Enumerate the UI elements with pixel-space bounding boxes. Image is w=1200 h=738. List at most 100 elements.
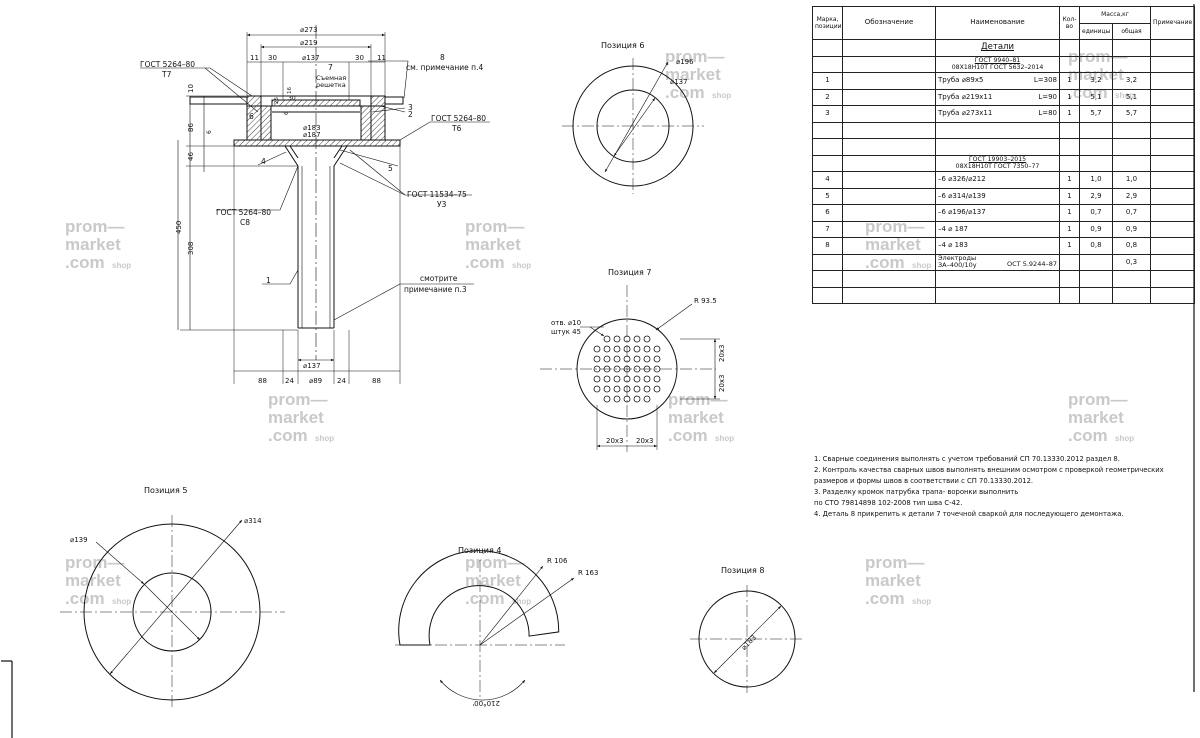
row-name: –4 ⌀ 187 — [935, 220, 1060, 238]
hole — [623, 365, 631, 373]
col-name: Наименование — [935, 6, 1060, 40]
hole — [643, 375, 651, 383]
spec-row-4: 4 –6 ⌀326/⌀212 1 1,0 1,0 — [812, 171, 1195, 189]
row-total-mass: 3,2 — [1112, 72, 1151, 90]
pos4-angle: 210°00' — [472, 699, 500, 707]
row-total-mass: 1,0 — [1112, 171, 1151, 189]
spec-empty-row — [812, 138, 1195, 156]
row-length: L=308 — [1033, 76, 1057, 84]
row-length: L=80 — [1038, 109, 1057, 117]
note-line: 3. Разделку кромок патрубка трапа- ворон… — [814, 488, 1019, 496]
dim-d219: ⌀219 — [300, 39, 318, 47]
hole — [603, 395, 611, 403]
hole — [643, 335, 651, 343]
watermark-text: prom— — [465, 217, 525, 236]
hole — [643, 355, 651, 363]
row-total-mass: 5,7 — [1112, 105, 1151, 123]
spec-empty-row — [812, 270, 1195, 288]
watermark-text: market — [1068, 408, 1124, 427]
label-pos4: 4 — [261, 157, 266, 166]
hole — [633, 375, 641, 383]
dim-d273: ⌀273 — [300, 26, 318, 34]
row-unit-mass: 3,2 — [1079, 72, 1113, 90]
row-mark: 8 — [812, 237, 843, 255]
dim-h86: 86 — [187, 123, 195, 132]
hole — [643, 365, 651, 373]
note-line: размеров и формы швов в соответствии с С… — [814, 477, 1034, 485]
main-callout-labels: ГОСТ 5264–80 Т7 ГОСТ 5264–80 Т6 ГОСТ 526… — [140, 53, 486, 294]
label-see-note3: примечание п.3 — [404, 285, 467, 294]
gost-pipe-2: 08Х18Н10Т ГОСТ 5632–2014 — [951, 64, 1044, 72]
pos5-d139: ⌀139 — [70, 536, 88, 544]
gost-sheet-1: ГОСТ 19903–2015 — [968, 155, 1027, 163]
note-line: 4. Деталь 8 прикрепить к детали 7 точечн… — [814, 510, 1124, 518]
label-gost5264-t7: ГОСТ 5264–80 — [140, 60, 195, 69]
row-unit-mass: 0,8 — [1079, 237, 1113, 255]
spec-row-5: 5 –6 ⌀314/⌀139 1 2,9 2,9 — [812, 187, 1195, 205]
row-total-mass: 0,9 — [1112, 220, 1151, 238]
hole — [643, 385, 651, 393]
gost-pipe-1: ГОСТ 9940–81 — [974, 56, 1021, 64]
watermark-text: market — [268, 408, 324, 427]
row-name: –4 ⌀ 183 — [935, 237, 1060, 255]
watermark-text: market — [65, 235, 121, 254]
label-see-note4: см. примечание п.4 — [406, 63, 483, 72]
gost-sheet-2: 08Х18Н10Т ГОСТ 7350–77 — [955, 163, 1040, 171]
dim-h6a: 6 — [284, 111, 290, 115]
hole — [653, 345, 661, 353]
row-length: L=90 — [1038, 92, 1057, 101]
pos7-dim-bottom-2: 20x3 — [636, 437, 654, 445]
hole — [633, 385, 641, 393]
row-mark: 6 — [812, 204, 843, 222]
watermark-text: prom— — [865, 553, 925, 572]
main-dimension-texts: ⌀273 ⌀219 11 30 ⌀137 30 11 ⌀183 ⌀187 ⌀13… — [175, 26, 386, 385]
row-qty: 1 — [1059, 72, 1080, 90]
row-mark: 1 — [812, 72, 843, 90]
watermark-shop: shop — [912, 597, 931, 606]
hole — [603, 375, 611, 383]
label-removable-grate-1: Съемная — [316, 74, 346, 82]
hole — [643, 345, 651, 353]
pos7-holes-diameter: отв. ⌀10 — [551, 319, 581, 327]
hole — [633, 345, 641, 353]
spec-row-8: 8 –4 ⌀ 183 1 0,8 0,8 — [812, 237, 1195, 255]
dim-d137-bottom: ⌀137 — [303, 362, 321, 370]
label-pos7: 7 — [328, 63, 333, 72]
row-unit-mass: 1,0 — [1079, 171, 1113, 189]
pos7-dim-right-1: 20x3 — [718, 344, 726, 362]
watermark-text: .com — [465, 589, 505, 608]
hole — [653, 375, 661, 383]
row-mark: 7 — [812, 220, 843, 238]
hole — [603, 335, 611, 343]
position-5-view: Позиция 5 ⌀139 ⌀314 — [60, 486, 285, 708]
spec-empty-row — [812, 121, 1195, 139]
watermark-text: market — [65, 571, 121, 590]
dim-h46: 46 — [187, 152, 195, 161]
col-designation: Обозначение — [842, 6, 936, 40]
watermark-text: .com — [665, 83, 705, 102]
row-name: –6 ⌀196/⌀137 — [935, 204, 1060, 222]
watermark-text: .com — [65, 253, 105, 272]
row-mark: 4 — [812, 171, 843, 189]
row-qty: 1 — [1059, 237, 1080, 255]
dim-h25: 25 — [274, 97, 280, 104]
dim-11-right: 11 — [377, 54, 386, 62]
label-t7: Т7 — [161, 70, 172, 79]
pos6-d196: ⌀196 — [676, 58, 694, 66]
pos7-dim-right-2: 20x3 — [718, 374, 726, 392]
label-pos8: 8 — [440, 53, 445, 62]
spec-empty-row — [812, 286, 1195, 304]
row-qty: 1 — [1059, 204, 1080, 222]
dim-h16: 16 — [287, 87, 293, 94]
pos7-title: Позиция 7 — [608, 268, 651, 277]
row-mark: 5 — [812, 187, 843, 205]
electrodes-label: Электроды — [938, 254, 977, 262]
